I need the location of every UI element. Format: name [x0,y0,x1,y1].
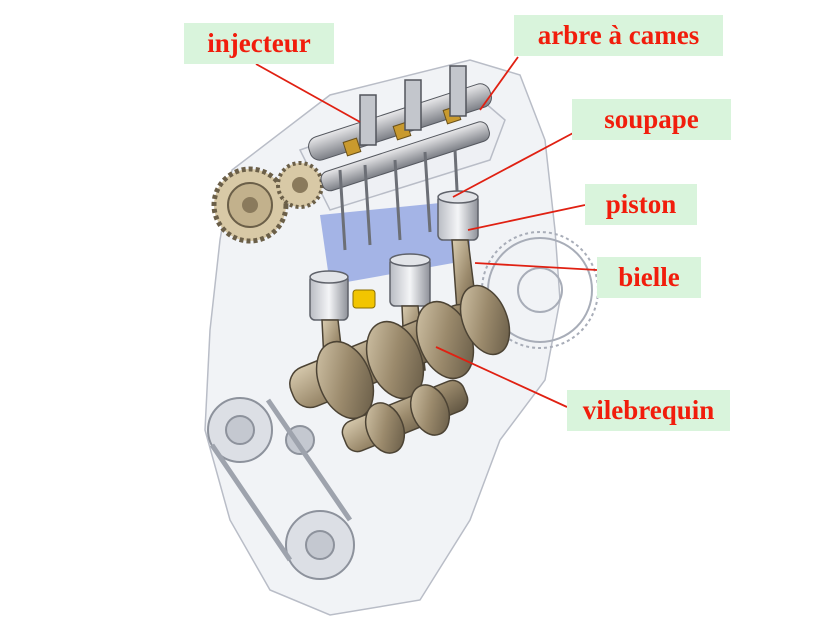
yellow-bracket [353,290,375,308]
label-bielle: bielle [597,257,701,298]
label-arbre-a-cames: arbre à cames [514,15,723,56]
label-injecteur: injecteur [184,23,334,64]
label-vilebrequin: vilebrequin [567,390,730,431]
label-piston: piston [585,184,697,225]
label-soupape: soupape [572,99,731,140]
